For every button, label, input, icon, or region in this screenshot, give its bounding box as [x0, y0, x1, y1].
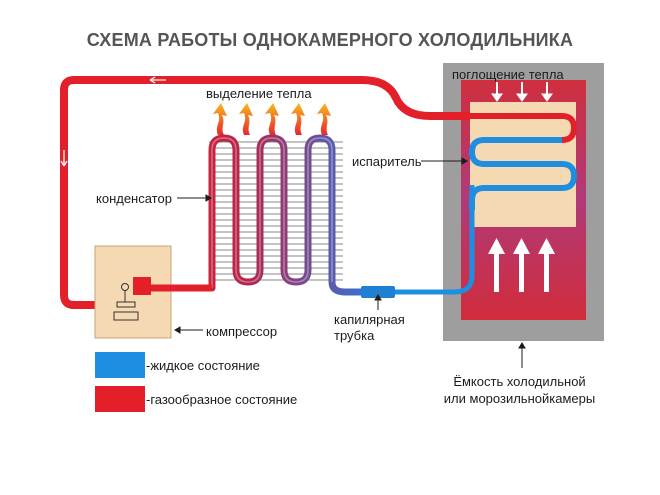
- condenser-label: конденсатор: [96, 191, 172, 206]
- condenser-fins: [209, 141, 343, 281]
- legend-liquid-swatch: [95, 352, 145, 378]
- absorb-arrow: [516, 82, 528, 102]
- legend-gas-swatch: [95, 386, 145, 412]
- compressor-cylinder: [113, 311, 139, 321]
- heat-absorption-label: поглощение тепла: [452, 67, 564, 82]
- evaporator-coil-blue: [469, 137, 577, 210]
- condenser-coil-highlight: [211, 137, 333, 288]
- container-label-line2: или морозильнойкамеры: [443, 391, 596, 406]
- compressor-piston: [116, 301, 136, 308]
- heat-arrow: [213, 103, 227, 135]
- capillary-label: капилярная трубка: [334, 312, 405, 344]
- heat-arrow: [239, 103, 253, 135]
- absorb-arrow: [491, 82, 503, 102]
- container-label-line1: Ёмкость холодильной: [453, 374, 586, 389]
- capillary-label-line2: трубка: [334, 328, 375, 343]
- legend-gas-label: -газообразное состояние: [146, 392, 298, 407]
- diagram-title: СХЕМА РАБОТЫ ОДНОКАМЕРНОГО ХОЛОДИЛЬНИКА: [86, 30, 574, 50]
- pointer-lines: [174, 157, 526, 368]
- capillary-label-line1: капилярная: [334, 312, 405, 327]
- capillary-line: [362, 185, 475, 295]
- evaporator-label: испаритель: [352, 154, 422, 169]
- flow-arrows: [60, 76, 166, 167]
- container-label: Ёмкость холодильной или морозильнойкамер…: [437, 373, 602, 407]
- absorb-arrow: [541, 82, 553, 102]
- cold-air-arrow: [538, 238, 555, 292]
- chamber-arrows: [488, 238, 555, 292]
- heat-arrow: [317, 103, 331, 135]
- suction-line: [60, 76, 470, 309]
- heat-arrows: [213, 103, 331, 135]
- chamber-container: [443, 63, 604, 341]
- condenser-coil: [158, 134, 362, 296]
- evaporator-coil-red: [420, 113, 578, 143]
- compressor-label: компрессор: [206, 324, 278, 339]
- cold-air-arrow: [488, 238, 505, 292]
- flow-arrow: [60, 150, 68, 167]
- compressor: [94, 245, 212, 339]
- cold-air-arrow: [513, 238, 530, 292]
- legend-liquid-label: -жидкое состояние: [146, 358, 260, 373]
- heat-arrow: [291, 103, 305, 135]
- heat-release-label: выделение тепла: [206, 86, 312, 101]
- absorption-arrows: [491, 82, 553, 102]
- capillary-tube: [361, 286, 395, 298]
- compressor-valve: [133, 277, 151, 295]
- heat-arrow: [265, 103, 279, 135]
- flow-arrow: [149, 76, 166, 84]
